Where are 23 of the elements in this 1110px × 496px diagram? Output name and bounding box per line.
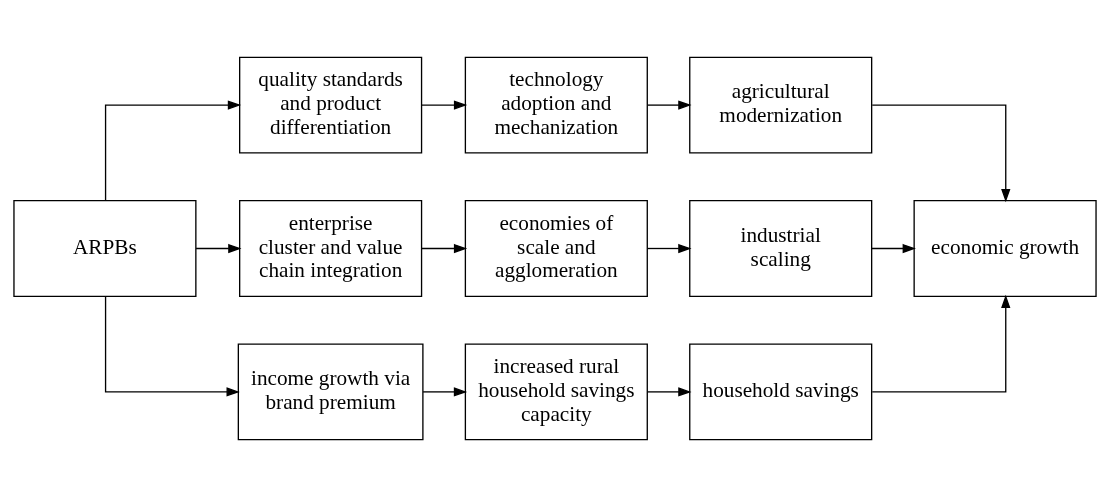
node-box: ARPBs <box>13 199 197 297</box>
arrow <box>195 243 242 253</box>
node-box: enterprise cluster and value chain integration <box>239 199 423 297</box>
node-box: agricultural modernization <box>689 56 873 154</box>
arrow <box>104 295 240 397</box>
node-box: technology adoption and mechanization <box>464 56 648 154</box>
node-box: income growth via brand premium <box>237 342 424 440</box>
arrow <box>421 243 468 253</box>
node-box: economic growth <box>913 199 1097 297</box>
arrow <box>871 294 1011 393</box>
arrow <box>871 243 916 253</box>
arrow <box>646 386 692 397</box>
node-box: quality standards and product differentiation <box>239 56 423 154</box>
arrow <box>422 386 468 397</box>
node-box: household savings <box>689 342 873 440</box>
node-box: industrial scaling <box>689 199 873 297</box>
arrow <box>646 243 692 253</box>
node-box: economies of scale and agglomeration <box>464 199 648 297</box>
arrow <box>646 99 692 110</box>
node-box: increased rural household savings capacity <box>464 342 648 440</box>
arrow <box>421 99 468 110</box>
arrow <box>871 103 1011 202</box>
arrow <box>104 99 242 201</box>
